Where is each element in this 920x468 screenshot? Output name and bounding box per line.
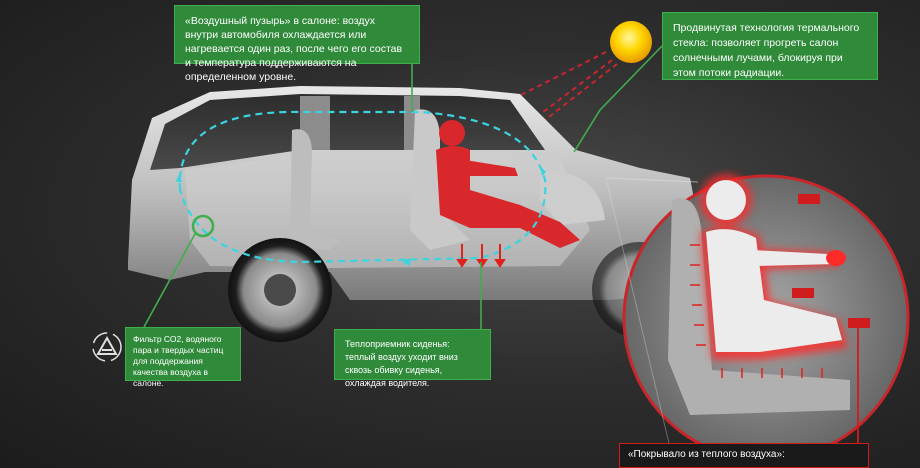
- driver-figure: [436, 120, 580, 248]
- callout-warm-blanket-text: «Покрывало из теплого воздуха»:: [628, 449, 785, 460]
- callout-thermal-glass: Продвинутая технология термального стекл…: [662, 12, 878, 80]
- sun-rays: [514, 51, 618, 123]
- filter-logo-icon: [92, 332, 122, 362]
- callout-air-bubble-text: «Воздушный пузырь» в салоне: воздух внут…: [185, 15, 403, 83]
- callout-co2-filter: Фильтр СО2, водяного пара и твердых част…: [125, 327, 241, 388]
- callout-thermal-glass-text: Продвинутая технология термального стекл…: [673, 22, 860, 79]
- leader-lines: [143, 45, 663, 329]
- callout-seat-heat-text: Теплоприемник сиденья: теплый воздух ухо…: [345, 339, 458, 388]
- callout-warm-blanket: «Покрывало из теплого воздуха»:: [619, 443, 869, 468]
- seat-heat-arrows: [456, 244, 506, 268]
- callout-seat-heat: Теплоприемник сиденья: теплый воздух ухо…: [334, 329, 491, 388]
- filter-marker: [191, 214, 215, 238]
- zoom-detail: [605, 174, 910, 462]
- callout-air-bubble: «Воздушный пузырь» в салоне: воздух внут…: [174, 5, 420, 83]
- callout-co2-filter-text: Фильтр СО2, водяного пара и твердых част…: [133, 334, 224, 388]
- airflow-arrows: [176, 166, 546, 266]
- airflow-loop: [178, 110, 547, 264]
- sun-icon: [610, 21, 652, 63]
